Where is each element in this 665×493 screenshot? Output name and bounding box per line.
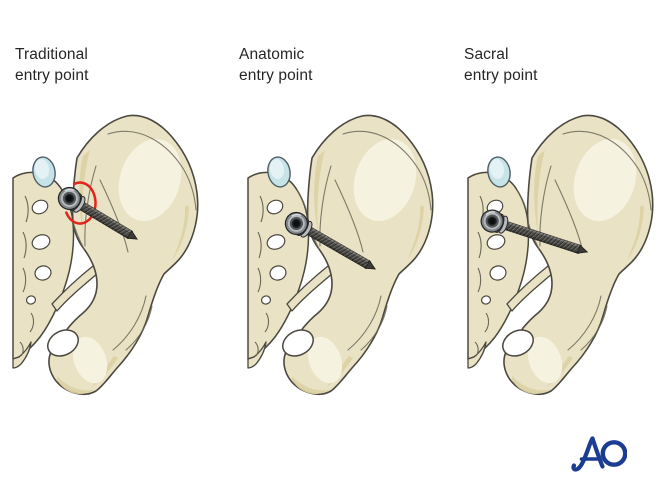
pelvis-bone: [12, 114, 199, 395]
logo-letter-a-leg: [590, 436, 605, 469]
logo-letter-o: [600, 440, 628, 467]
pelvis-svg-anatomic: [247, 114, 434, 395]
panel-3-label: Sacral entry point: [464, 46, 538, 84]
screw-hex-socket: [293, 220, 300, 227]
pelvis-illustration-sacral: [450, 110, 665, 400]
pelvis-svg-sacral: [467, 114, 654, 395]
ao-logo-mark: [571, 436, 628, 472]
panel-2-label: Anatomic entry point: [239, 46, 313, 84]
ao-logo: [571, 432, 628, 472]
iliosacral-screw: [480, 209, 589, 255]
panel-1-label: Traditional entry point: [15, 46, 89, 84]
pelvis-svg-traditional: [12, 114, 199, 395]
screw-hex-socket: [66, 195, 73, 202]
pelvis-illustration-traditional: [0, 110, 220, 400]
logo-letter-a-swoosh: [571, 436, 595, 472]
pelvis-bone: [467, 114, 654, 395]
pelvis-illustration-anatomic: [227, 110, 447, 400]
iliosacral-screw: [57, 186, 138, 240]
pelvis-bone: [247, 114, 434, 395]
screw-tip: [576, 244, 589, 254]
screw-tip: [364, 260, 377, 270]
iliosacral-screw: [284, 211, 377, 270]
screw-tip: [126, 230, 138, 240]
screw-hex-socket: [488, 217, 496, 225]
